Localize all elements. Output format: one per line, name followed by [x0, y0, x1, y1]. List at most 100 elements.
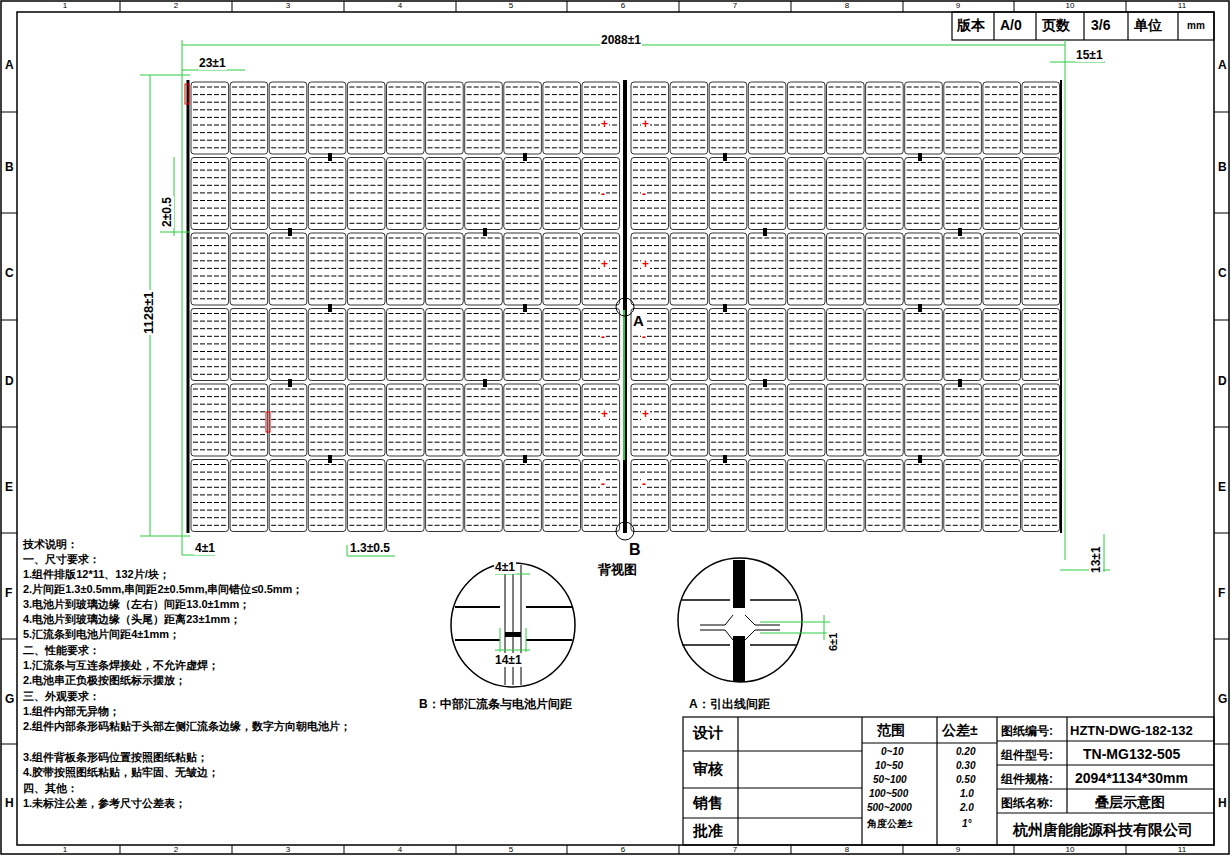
cell-finger — [545, 94, 579, 95]
tolerance-cell: 1.0 — [959, 788, 975, 800]
cell-finger — [907, 215, 941, 216]
cell-finger — [750, 223, 784, 224]
cell-finger — [193, 125, 227, 126]
cell-finger — [193, 396, 227, 397]
cell-finger — [467, 283, 501, 284]
cell-finger — [232, 215, 266, 216]
cell-finger — [868, 125, 902, 126]
cell-finger — [545, 215, 579, 216]
string-joint — [328, 153, 332, 161]
cell-finger — [193, 87, 227, 88]
cell-finger — [907, 177, 941, 178]
cell-finger — [829, 472, 863, 473]
grid-letter: H — [1217, 796, 1228, 810]
cell-finger — [711, 291, 745, 292]
cell-finger — [711, 245, 745, 246]
cell-finger — [789, 109, 823, 110]
solar-cell — [905, 309, 943, 381]
frame-tick — [1214, 744, 1229, 745]
cell-finger — [1024, 87, 1058, 88]
solar-cell — [387, 384, 425, 456]
solar-cell — [230, 158, 268, 230]
cell-finger — [750, 487, 784, 488]
cell-finger — [633, 427, 667, 428]
cell-finger — [633, 291, 667, 292]
cell-finger — [985, 336, 1019, 337]
cell-finger — [232, 411, 266, 412]
solar-cell — [787, 309, 825, 381]
cell-finger — [868, 192, 902, 193]
cell-finger — [829, 479, 863, 480]
cell-finger — [271, 404, 305, 405]
cell-finger — [584, 276, 618, 277]
solar-cell — [1022, 82, 1060, 154]
frame-tick — [1126, 1, 1127, 12]
cell-finger — [829, 359, 863, 360]
cell-finger — [672, 125, 706, 126]
cell-finger — [711, 170, 745, 171]
cell-finger — [467, 238, 501, 239]
solar-cell — [709, 460, 747, 532]
solar-cell — [269, 158, 307, 230]
cell-finger — [829, 442, 863, 443]
string-joint — [763, 379, 767, 387]
cell-finger — [750, 366, 784, 367]
cell-finger — [310, 313, 344, 314]
cell-finger — [428, 215, 462, 216]
cell-finger — [907, 170, 941, 171]
solar-cell — [905, 158, 943, 230]
cell-finger — [829, 177, 863, 178]
solar-cell — [191, 158, 229, 230]
cell-finger — [389, 215, 423, 216]
cell-finger — [506, 525, 540, 526]
cell-finger — [750, 313, 784, 314]
cell-finger — [232, 276, 266, 277]
polarity-mark: + — [641, 408, 650, 420]
cell-finger — [985, 253, 1019, 254]
cell-finger — [193, 359, 227, 360]
cell-finger — [985, 147, 1019, 148]
solar-cell — [1022, 158, 1060, 230]
cell-finger — [271, 525, 305, 526]
cell-finger — [829, 253, 863, 254]
cell-finger — [389, 260, 423, 261]
cell-finger — [193, 192, 227, 193]
cell-finger — [545, 140, 579, 141]
cell-finger — [1024, 359, 1058, 360]
cell-finger — [232, 449, 266, 450]
cell-finger — [711, 396, 745, 397]
solar-cell — [631, 460, 669, 532]
cell-finger — [946, 102, 980, 103]
cell-finger — [750, 328, 784, 329]
cell-finger — [506, 192, 540, 193]
cell-finger — [868, 419, 902, 420]
cell-finger — [750, 140, 784, 141]
cell-finger — [1024, 102, 1058, 103]
cell-finger — [711, 525, 745, 526]
cell-finger — [349, 510, 383, 511]
grid-letter: C — [4, 266, 15, 280]
cell-finger — [711, 260, 745, 261]
cell-finger — [310, 449, 344, 450]
solar-cell — [426, 82, 464, 154]
cell-finger — [545, 177, 579, 178]
polarity-mark: - — [641, 188, 647, 200]
cell-finger — [467, 427, 501, 428]
solar-cell — [670, 233, 708, 305]
cell-finger — [506, 132, 540, 133]
solar-cell — [905, 233, 943, 305]
cell-finger — [633, 185, 667, 186]
cell-finger — [584, 442, 618, 443]
cell-finger — [584, 351, 618, 352]
cell-finger — [506, 140, 540, 141]
cell-finger — [1024, 125, 1058, 126]
cell-finger — [750, 427, 784, 428]
title-block-cell: 叠层示意图 — [1094, 794, 1166, 811]
cell-finger — [467, 411, 501, 412]
solar-cell — [387, 82, 425, 154]
cell-finger — [907, 434, 941, 435]
solar-cell — [504, 460, 542, 532]
cell-finger — [711, 449, 745, 450]
solar-cell — [582, 233, 620, 305]
title-block-cell: 范围 — [876, 722, 906, 739]
